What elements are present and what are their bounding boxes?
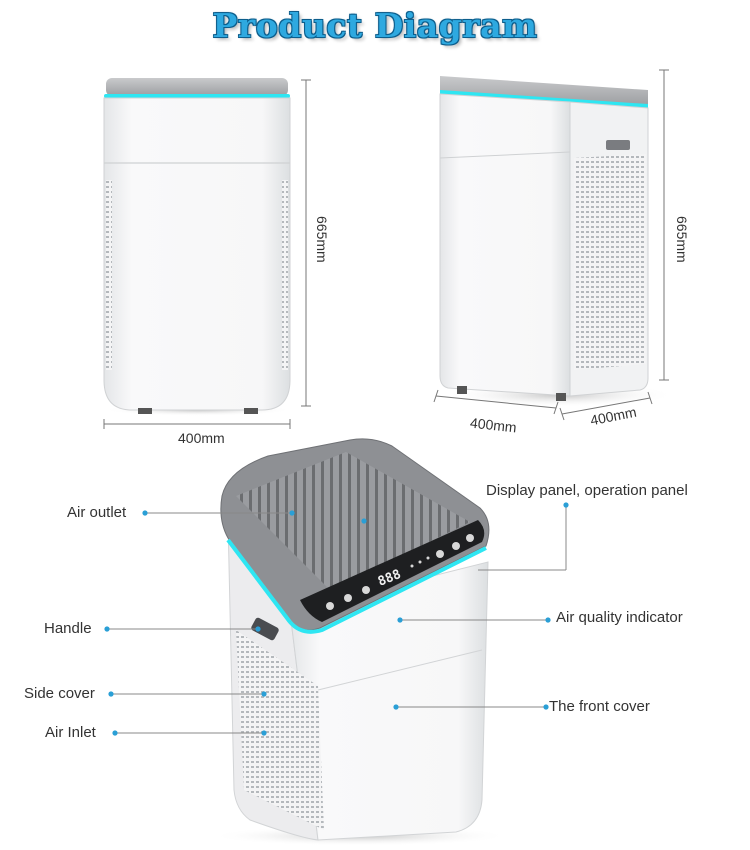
front-body [103, 97, 291, 411]
front-view-purifier [103, 78, 293, 416]
front-dimension-lines [103, 79, 311, 429]
front-right-vent [282, 180, 288, 370]
handle-label: Handle [44, 620, 92, 637]
side-handle [606, 140, 630, 150]
side-mesh-panel [574, 154, 646, 370]
front-height-label: 665mm [314, 216, 330, 263]
front-cyan-light [104, 94, 290, 98]
side-dimension-lines [433, 69, 669, 421]
front-top-cap [106, 78, 288, 96]
side-view-purifier [439, 76, 675, 407]
front-left-vent [106, 180, 112, 370]
main-cyan-light [288, 546, 487, 634]
air-quality-indicator-label: Air quality indicator [556, 609, 683, 626]
front-cover-label: The front cover [549, 698, 650, 715]
front-width-label: 400mm [178, 430, 225, 446]
side-cover-label: Side cover [24, 685, 95, 702]
callout-dots [104, 502, 569, 736]
air-inlet-label: Air Inlet [45, 724, 96, 741]
main-side-mesh [236, 630, 324, 830]
display-panel-label: Display panel, operation panel [486, 482, 688, 499]
page-title: Product Diagram [212, 6, 538, 45]
main-view-purifier: 888 [210, 438, 510, 846]
callout-lines [108, 505, 567, 734]
main-handle [251, 617, 279, 641]
air-outlet-label: Air outlet [67, 504, 127, 521]
side-height-label: 665mm [674, 216, 690, 263]
main-top-grille [236, 452, 470, 590]
